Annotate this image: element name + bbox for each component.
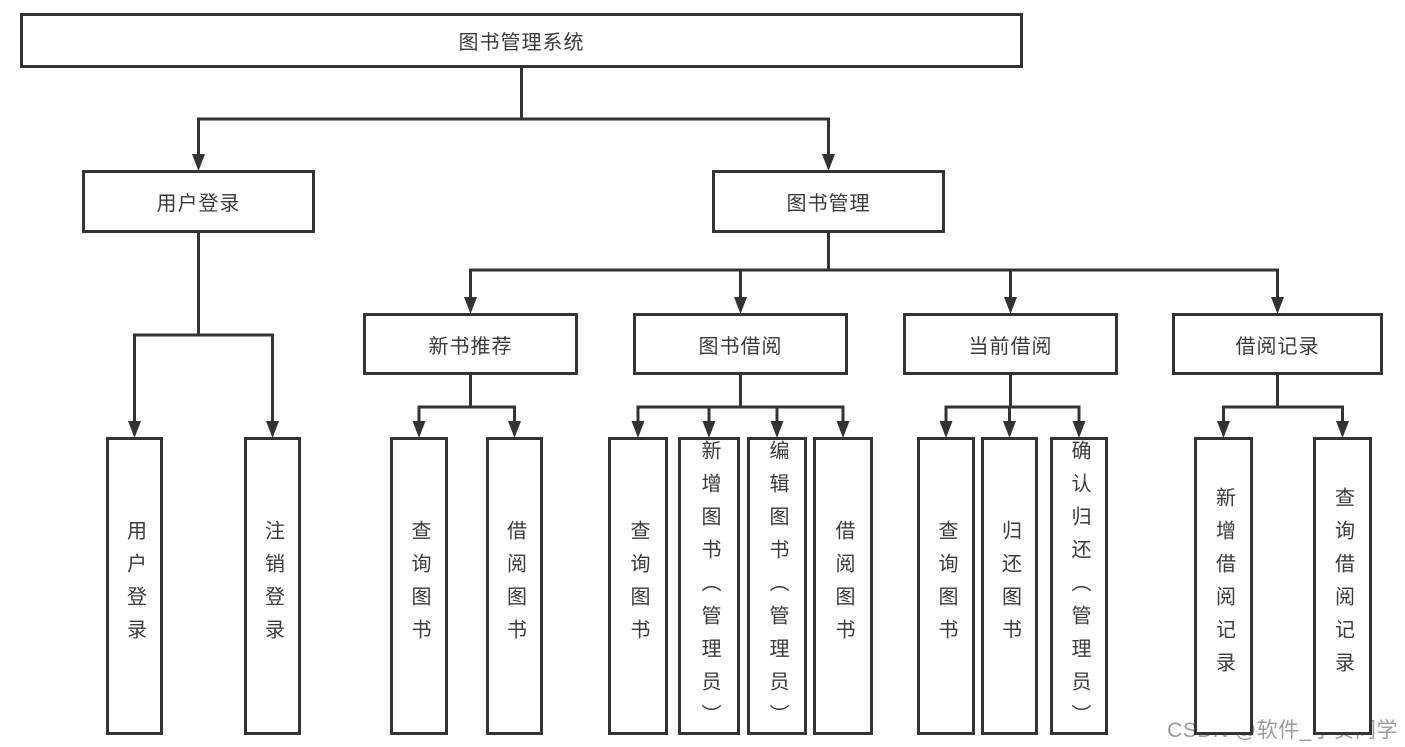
node-label: 编辑图书（管理员） (766, 440, 788, 737)
diagram-node-logout-action: 注销登录 (244, 437, 301, 735)
diagram-node-book-borrow: 图书借阅 (633, 313, 848, 375)
diagram-node-confirm-return: 确认归还（管理员） (1050, 437, 1108, 737)
node-label: 新书推荐 (428, 335, 513, 358)
node-label: 归还图书 (998, 520, 1021, 652)
diagram-node-root: 图书管理系统 (20, 13, 1023, 68)
node-label: 确认归还（管理员） (1068, 440, 1090, 737)
node-label: 查询借阅记录 (1331, 487, 1354, 685)
node-label: 查询图书 (408, 520, 430, 652)
diagram-node-borrow-books-1: 借阅图书 (486, 437, 543, 735)
diagram-node-new-books: 新书推荐 (363, 313, 578, 375)
node-label: 新增图书（管理员） (698, 440, 720, 737)
diagram-node-query-books-3: 查询图书 (917, 437, 975, 735)
node-label: 查询图书 (935, 520, 957, 652)
node-label: 用户登录 (156, 193, 241, 215)
node-label: 注销登录 (261, 520, 284, 652)
node-label: 借阅图书 (503, 520, 526, 652)
diagram-node-query-record: 查询借阅记录 (1313, 437, 1372, 735)
diagram-node-current-borrow: 当前借阅 (903, 313, 1118, 375)
node-label: 当前借阅 (968, 335, 1053, 358)
node-label: 借阅记录 (1235, 335, 1320, 358)
node-label: 查询图书 (627, 520, 649, 652)
diagram-node-return-books: 归还图书 (981, 437, 1038, 735)
diagram-node-add-record: 新增借阅记录 (1194, 437, 1253, 735)
node-label: 新增借阅记录 (1212, 487, 1235, 685)
diagram-node-borrow-books-2: 借阅图书 (813, 437, 873, 735)
diagram-node-login-action: 用户登录 (106, 437, 163, 735)
diagram-node-book-mgmt: 图书管理 (712, 170, 945, 233)
diagram-node-user-login: 用户登录 (82, 170, 315, 233)
diagram-node-add-books: 新增图书（管理员） (678, 437, 740, 737)
node-label: 用户登录 (123, 520, 146, 652)
diagram-node-borrow-records: 借阅记录 (1172, 313, 1383, 375)
diagram-node-query-books-1: 查询图书 (390, 437, 448, 735)
diagram-node-query-books-2: 查询图书 (608, 437, 668, 735)
node-label: 借阅图书 (832, 520, 854, 652)
diagram-node-edit-books: 编辑图书（管理员） (747, 437, 807, 737)
node-label: 图书管理系统 (458, 32, 585, 54)
node-label: 图书借阅 (698, 335, 783, 358)
node-label: 图书管理 (786, 193, 871, 215)
